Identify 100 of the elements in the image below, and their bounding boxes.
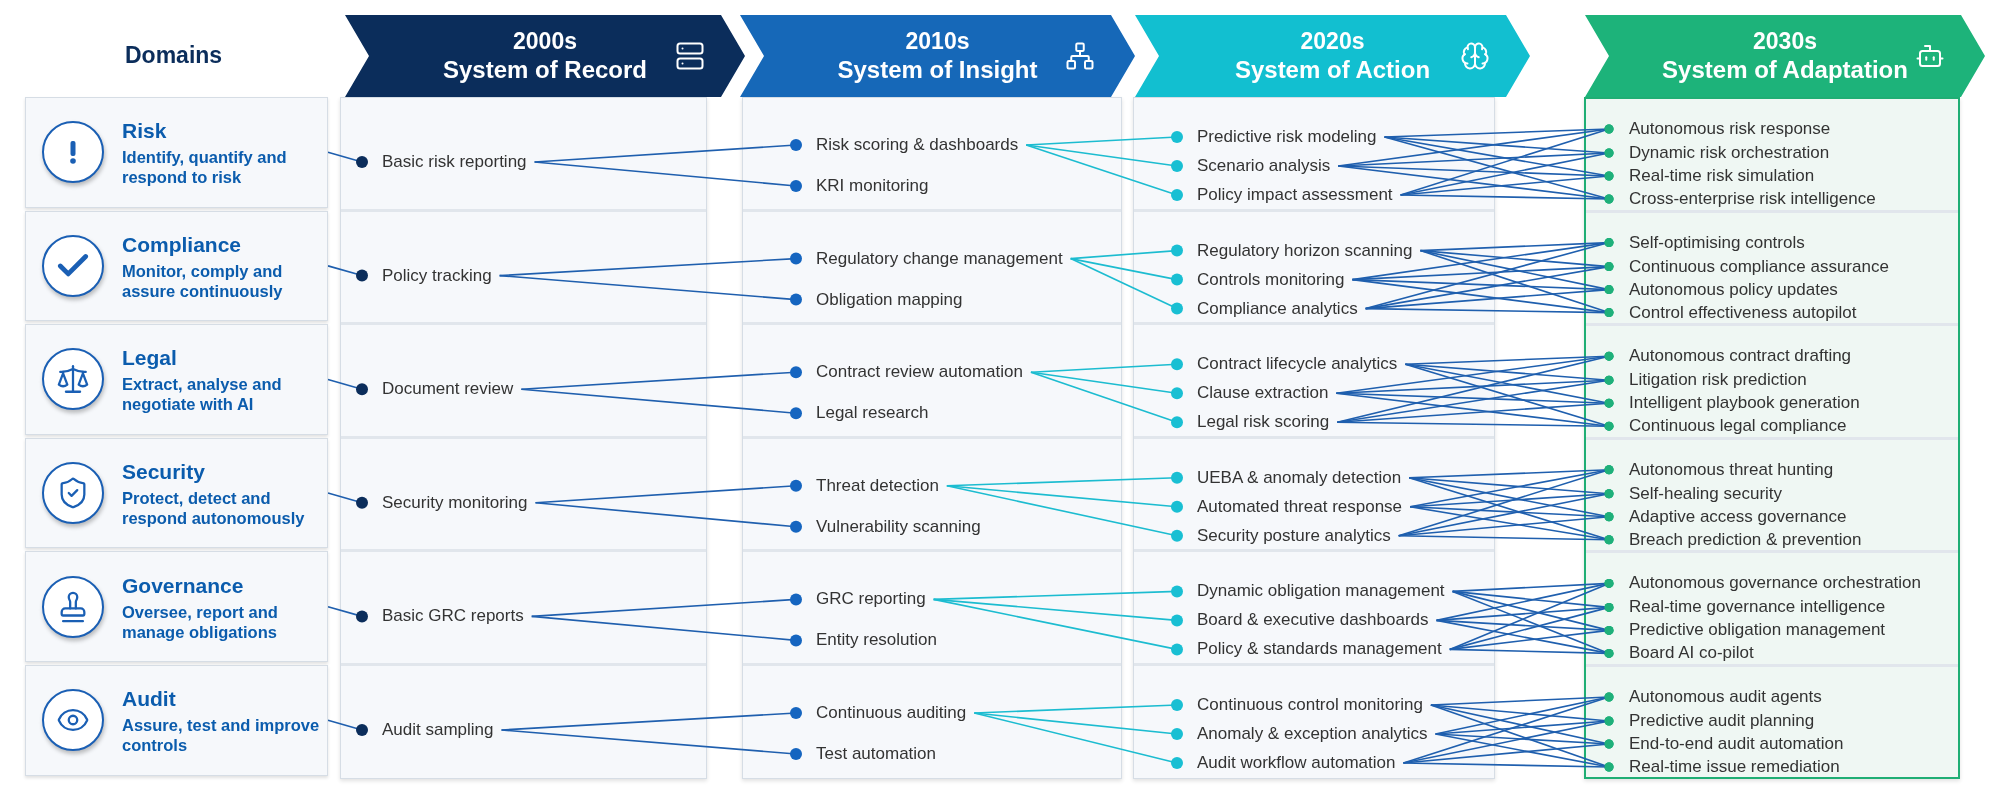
capability-label: Real-time governance intelligence bbox=[1609, 595, 1894, 620]
domain-card bbox=[25, 97, 328, 208]
connector-line bbox=[1364, 307, 1614, 318]
capability-label: Real-time risk simulation bbox=[1609, 164, 1823, 188]
capability-label: Autonomous governance orchestration bbox=[1609, 571, 1929, 596]
connector-line bbox=[327, 151, 368, 168]
era-label: 2000s bbox=[513, 27, 577, 55]
connector-line bbox=[1030, 358, 1183, 373]
capability-label: Automated threat response bbox=[1177, 494, 1411, 519]
domain-card bbox=[25, 665, 328, 776]
capability-label: Continuous control monitoring bbox=[1177, 693, 1431, 717]
capability-label: Continuous legal compliance bbox=[1609, 414, 1855, 439]
connector-line bbox=[932, 598, 1183, 656]
connector-line bbox=[327, 492, 368, 509]
capability-label: Continuous auditing bbox=[796, 701, 975, 725]
domain-description: Protect, detect and respond autonomously bbox=[122, 487, 306, 528]
capability-label: Autonomous threat hunting bbox=[1609, 457, 1842, 482]
capability-label: Control effectiveness autopilot bbox=[1609, 300, 1865, 325]
era-label: 2010s bbox=[905, 27, 970, 55]
capability-label: Compliance analytics bbox=[1177, 296, 1366, 321]
capability-label: Regulatory horizon scanning bbox=[1177, 238, 1421, 263]
capability-label: Anomaly & exception analytics bbox=[1177, 722, 1436, 746]
capability-label: KRI monitoring bbox=[796, 174, 937, 198]
connector-line bbox=[1397, 535, 1614, 545]
connector-line bbox=[1069, 257, 1183, 315]
capability-label: Litigation risk prediction bbox=[1609, 368, 1815, 393]
capability-label: Policy tracking bbox=[362, 263, 500, 288]
capability-label: Dynamic risk orchestration bbox=[1609, 141, 1838, 165]
connector-line bbox=[533, 161, 802, 192]
capability-label: Audit sampling bbox=[362, 718, 502, 742]
connector-line bbox=[498, 274, 802, 306]
capability-label: Intelligent playbook generation bbox=[1609, 391, 1868, 416]
domain-description: Extract, analyse and negotiate with AI bbox=[122, 374, 283, 414]
system-title: System of Record bbox=[442, 55, 648, 85]
connector-line bbox=[1397, 465, 1614, 537]
capability-label: GRC reporting bbox=[796, 587, 934, 612]
capability-label: Self-healing security bbox=[1609, 481, 1791, 506]
capability-label: Self-optimising controls bbox=[1609, 230, 1813, 255]
capability-label: Obligation mapping bbox=[796, 287, 971, 312]
capability-label: Security monitoring bbox=[362, 490, 536, 515]
capability-label: Breach prediction & prevention bbox=[1609, 527, 1870, 552]
capability-label: Basic risk reporting bbox=[362, 150, 535, 174]
domain-description: Identify, quantify and respond to risk bbox=[122, 146, 288, 187]
connector-line bbox=[1030, 371, 1183, 400]
capability-label: Board & executive dashboards bbox=[1177, 608, 1437, 633]
capability-label: Continuous compliance assurance bbox=[1609, 254, 1897, 279]
capability-label: Dynamic obligation management bbox=[1177, 579, 1453, 604]
connector-line bbox=[1402, 692, 1614, 764]
connector-line bbox=[1025, 144, 1183, 201]
connector-line bbox=[1025, 144, 1183, 172]
capability-label: Predictive audit planning bbox=[1609, 709, 1823, 733]
capability-label: Risk scoring & dashboards bbox=[796, 133, 1027, 157]
connector-line bbox=[327, 265, 368, 282]
capability-label: Document review bbox=[362, 377, 522, 402]
connector-line bbox=[1025, 131, 1183, 146]
capability-label: Scenario analysis bbox=[1177, 154, 1339, 178]
capability-label: Security posture analytics bbox=[1177, 523, 1399, 548]
connector-line bbox=[1448, 648, 1614, 658]
capability-label: Autonomous audit agents bbox=[1609, 685, 1830, 709]
system-title: System of Action bbox=[1234, 55, 1431, 85]
capability-label: Contract review automation bbox=[796, 360, 1031, 385]
connector-line bbox=[946, 485, 1183, 542]
domain-title: Compliance bbox=[122, 231, 243, 258]
capability-label: Predictive obligation management bbox=[1609, 618, 1894, 643]
capability-label: Threat detection bbox=[796, 473, 947, 498]
capability-label: Autonomous contract drafting bbox=[1609, 344, 1860, 369]
connector-line bbox=[327, 605, 368, 623]
domain-card bbox=[25, 210, 328, 322]
capability-label: Entity resolution bbox=[796, 628, 945, 653]
capability-label: Adaptive access governance bbox=[1609, 504, 1855, 529]
connector-line bbox=[1399, 194, 1614, 204]
domain-title: Risk bbox=[122, 117, 168, 144]
domain-title: Governance bbox=[122, 572, 245, 599]
connector-line bbox=[1402, 762, 1614, 772]
column-heading: Domains bbox=[125, 42, 223, 69]
connector-line bbox=[1399, 148, 1614, 196]
domain-card bbox=[25, 551, 328, 662]
capability-label: Audit workflow automation bbox=[1177, 751, 1404, 775]
capability-label: Controls monitoring bbox=[1177, 267, 1353, 292]
connector-line bbox=[520, 388, 802, 420]
domain-description: Monitor, comply and assure continuously bbox=[122, 260, 284, 301]
system-title: System of Insight bbox=[837, 55, 1038, 85]
capability-label: Predictive risk modeling bbox=[1177, 125, 1385, 149]
chevron-header bbox=[740, 15, 1135, 97]
domain-card bbox=[25, 437, 328, 549]
connector-line bbox=[500, 707, 802, 731]
connector-line bbox=[1448, 625, 1614, 651]
capability-label: Legal research bbox=[796, 401, 937, 426]
domain-description: Oversee, report and manage obligations bbox=[122, 601, 279, 642]
system-title: System of Adaptation bbox=[1662, 55, 1908, 85]
chevron-header bbox=[345, 15, 745, 97]
capability-label: Contract lifecycle analytics bbox=[1177, 352, 1406, 377]
connector-line bbox=[973, 712, 1183, 740]
capability-label: Basic GRC reports bbox=[362, 604, 532, 629]
capability-label: End-to-end audit automation bbox=[1609, 732, 1852, 756]
capability-label: Regulatory change management bbox=[796, 246, 1071, 271]
domain-title: Security bbox=[122, 458, 206, 485]
connector-line bbox=[534, 479, 802, 504]
capability-label: Autonomous risk response bbox=[1609, 117, 1839, 141]
connector-line bbox=[520, 366, 802, 390]
